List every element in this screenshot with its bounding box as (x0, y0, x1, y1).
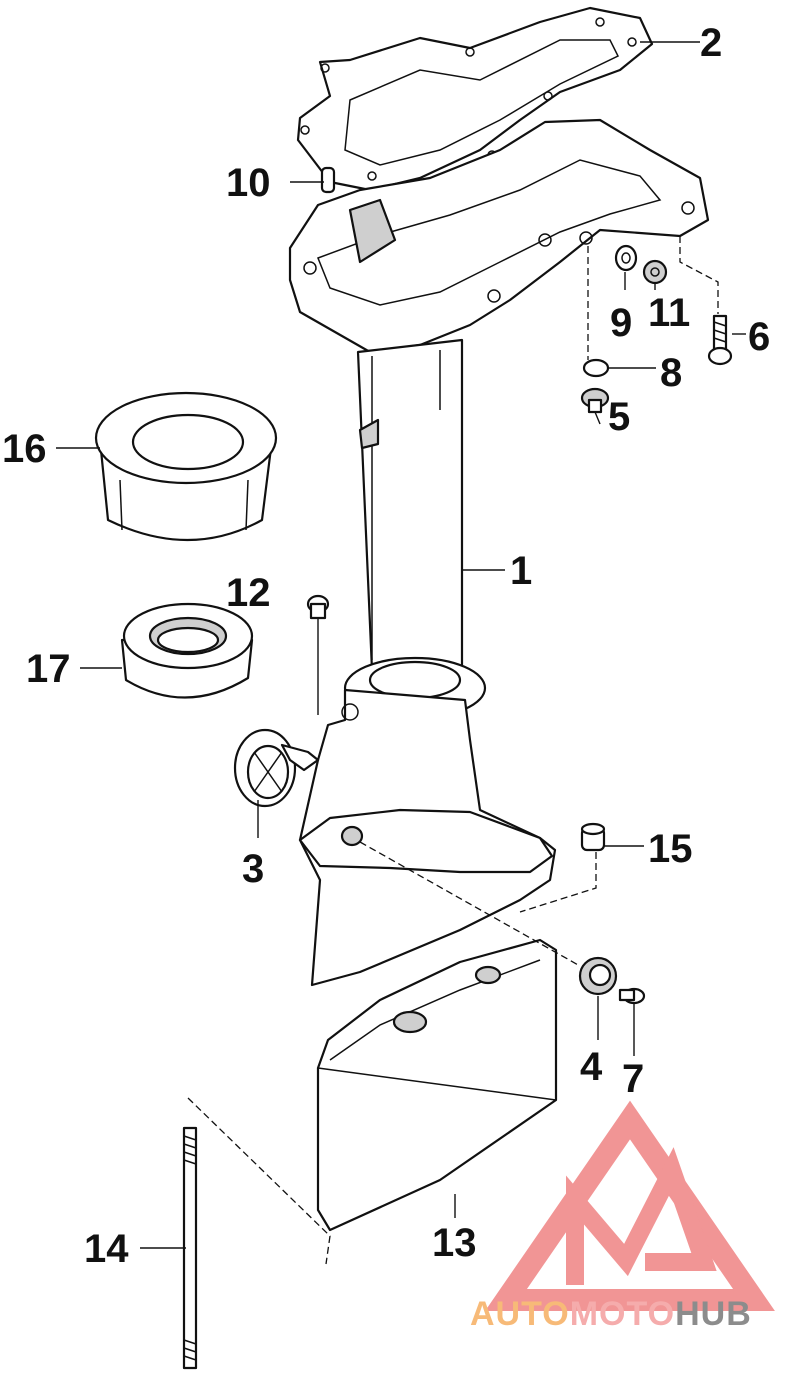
part-2-gasket (296, 6, 654, 192)
callout-16: 16 (2, 427, 47, 471)
part-11-nut (642, 259, 668, 285)
part-1-driveshaft-housing (288, 118, 710, 987)
callout-10: 10 (226, 161, 271, 205)
part-10-dowel-pin (320, 166, 336, 194)
callout-6: 6 (748, 315, 770, 359)
part-3-cover-plate (233, 728, 320, 808)
part-6-bolt (707, 314, 733, 366)
callout-3: 3 (242, 847, 264, 891)
part-5-plug (580, 387, 610, 414)
callout-5: 5 (608, 395, 630, 439)
watermark-logo: AUTOMOTOHUB (470, 1100, 775, 1333)
callout-15: 15 (648, 827, 693, 871)
part-17-lower-mount (120, 602, 254, 699)
part-12-grommet-small (306, 594, 330, 620)
callout-11: 11 (648, 291, 690, 335)
callout-1: 1 (510, 549, 532, 593)
watermark-letter-mark-icon (566, 1147, 717, 1285)
callout-7: 7 (622, 1057, 644, 1101)
callout-12: 12 (226, 571, 271, 615)
part-9-washer (614, 244, 638, 272)
watermark-triangle-icon (485, 1100, 775, 1311)
part-4-plug (578, 956, 618, 996)
watermark-text: AUTOMOTOHUB (470, 1295, 752, 1333)
callout-labels: 2 10 9 11 6 8 5 16 1 12 17 3 15 4 7 13 1… (2, 21, 770, 1271)
part-13-extension-housing (316, 938, 558, 1232)
callout-2: 2 (700, 21, 722, 65)
leader-lines (56, 41, 746, 1265)
watermark-moto: MOTO (570, 1295, 675, 1333)
callout-4: 4 (580, 1045, 603, 1089)
callout-8: 8 (660, 351, 682, 395)
part-15-bushing (580, 822, 606, 852)
callout-17: 17 (26, 647, 71, 691)
part-8-seal-washer (582, 358, 610, 378)
watermark-auto: AUTO (470, 1295, 570, 1333)
watermark-hub: HUB (675, 1295, 752, 1333)
part-16-upper-mount-grommet (94, 391, 278, 541)
callout-9: 9 (610, 301, 632, 345)
part-7-screw (618, 987, 646, 1005)
callout-13: 13 (432, 1221, 477, 1265)
callout-14: 14 (84, 1227, 129, 1271)
